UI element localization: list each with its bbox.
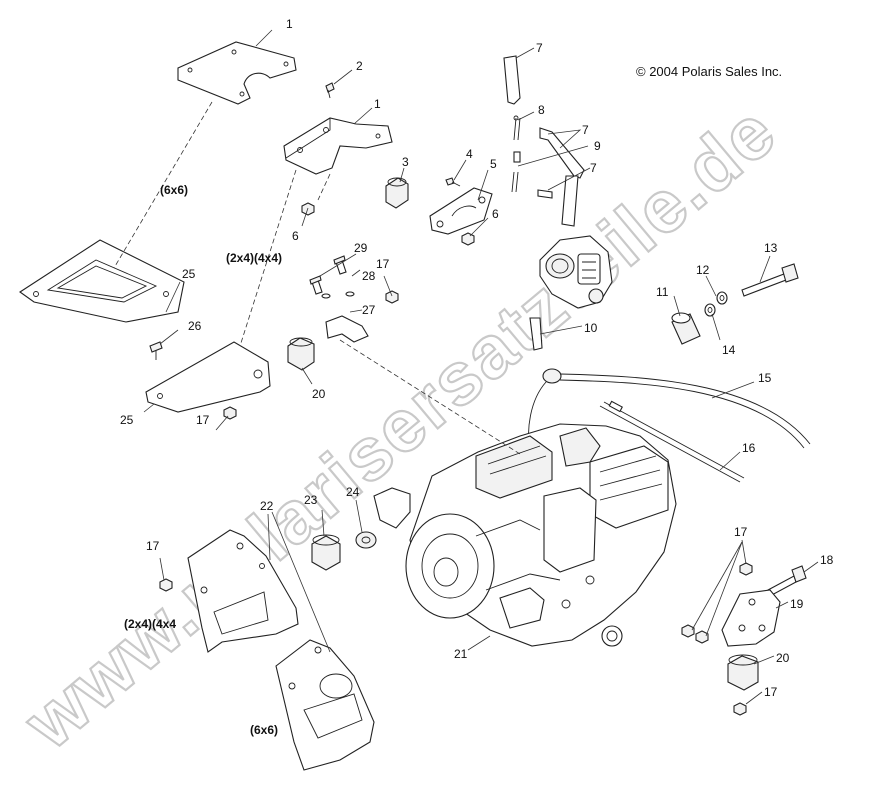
washer-12 <box>716 291 728 305</box>
callout-7-middle: 7 <box>582 123 589 137</box>
skid-plate-25-upper <box>19 239 185 323</box>
nut-17-right-c <box>733 702 747 716</box>
callout-17-lower-left: 17 <box>146 539 160 553</box>
callout-2: 2 <box>356 59 363 73</box>
engine-21 <box>373 423 677 647</box>
callout-15: 15 <box>758 371 772 385</box>
callout-20-left: 20 <box>312 387 326 401</box>
nut-17-right-a <box>739 562 753 576</box>
callout-28: 28 <box>362 269 376 283</box>
callout-7-lower: 7 <box>590 161 597 175</box>
bolt-4 <box>445 177 461 187</box>
bolt-18 <box>767 565 807 597</box>
hose-10 <box>529 317 543 351</box>
leader-lines <box>113 29 819 705</box>
washer-24 <box>355 531 377 549</box>
callout-17-upper: 17 <box>376 257 390 271</box>
callout-14: 14 <box>722 343 736 357</box>
spacer-11 <box>671 312 701 345</box>
mount-bracket-22-upper <box>187 529 299 653</box>
variant-label-2x4-4x4-top: (2x4)(4x4) <box>226 251 282 265</box>
callout-25-lower: 25 <box>120 413 134 427</box>
mount-bracket-top-6x6 <box>177 41 297 105</box>
rubber-mount-23 <box>311 534 341 571</box>
callout-18: 18 <box>820 553 834 567</box>
rubber-mount-3 <box>385 177 409 209</box>
callout-23: 23 <box>304 493 318 507</box>
plate-5 <box>429 187 493 235</box>
bracket-27 <box>325 315 369 343</box>
callout-5: 5 <box>490 157 497 171</box>
bracket-19 <box>721 589 781 647</box>
skid-plate-25-lower <box>145 341 271 413</box>
washer-28 <box>321 291 355 299</box>
nut-17-lower-left <box>159 578 173 592</box>
callout-29: 29 <box>354 241 368 255</box>
carburetor <box>539 235 613 309</box>
callout-22: 22 <box>260 499 274 513</box>
callout-9: 9 <box>594 139 601 153</box>
callout-13: 13 <box>764 241 778 255</box>
washer-14 <box>704 303 716 317</box>
nut-17-upper <box>385 290 399 304</box>
callout-21: 21 <box>454 647 468 661</box>
rubber-mount-20-left <box>287 337 315 371</box>
callout-25-upper: 25 <box>182 267 196 281</box>
bolt-13 <box>741 263 799 297</box>
callout-7-top: 7 <box>536 41 543 55</box>
variant-label-2x4-4x4-bottom: (2x4)(4x4 <box>124 617 176 631</box>
variant-label-6x6-bottom: (6x6) <box>250 723 278 737</box>
callout-6-left: 6 <box>292 229 299 243</box>
callout-19: 19 <box>790 597 804 611</box>
callout-17-right: 17 <box>734 525 748 539</box>
vent-hose-7-low <box>537 175 579 227</box>
callout-6-right: 6 <box>492 207 499 221</box>
nut-6-right <box>461 232 475 246</box>
callout-16: 16 <box>742 441 756 455</box>
callout-12: 12 <box>696 263 710 277</box>
bolt-2 <box>325 82 335 99</box>
callout-20-right: 20 <box>776 651 790 665</box>
nut-17-left <box>223 406 237 420</box>
callout-10: 10 <box>584 321 598 335</box>
callout-17-left: 17 <box>196 413 210 427</box>
callout-4: 4 <box>466 147 473 161</box>
mount-bracket-middle <box>283 117 393 175</box>
nut-17-right-b <box>681 624 709 644</box>
callout-27: 27 <box>362 303 376 317</box>
callout-26: 26 <box>188 319 202 333</box>
variant-label-6x6-top: (6x6) <box>160 183 188 197</box>
clamp-8 <box>513 115 521 141</box>
callout-17-bottom-right: 17 <box>764 685 778 699</box>
clamp-9 <box>511 171 519 193</box>
callout-1-top: 1 <box>286 17 293 31</box>
callout-11: 11 <box>656 285 669 299</box>
callout-8: 8 <box>538 103 545 117</box>
vent-hose-7-top <box>503 55 521 105</box>
callout-1-middle: 1 <box>374 97 381 111</box>
callout-3: 3 <box>402 155 409 169</box>
bolt-26 <box>149 341 163 360</box>
rubber-mount-20-right <box>727 654 759 691</box>
cable-16 <box>599 400 745 483</box>
cable-15 <box>528 368 811 453</box>
bolt-29 <box>309 255 347 295</box>
copyright-notice: © 2004 Polaris Sales Inc. <box>636 64 783 79</box>
mount-bracket-22-lower <box>275 639 375 771</box>
callout-24: 24 <box>346 485 360 499</box>
